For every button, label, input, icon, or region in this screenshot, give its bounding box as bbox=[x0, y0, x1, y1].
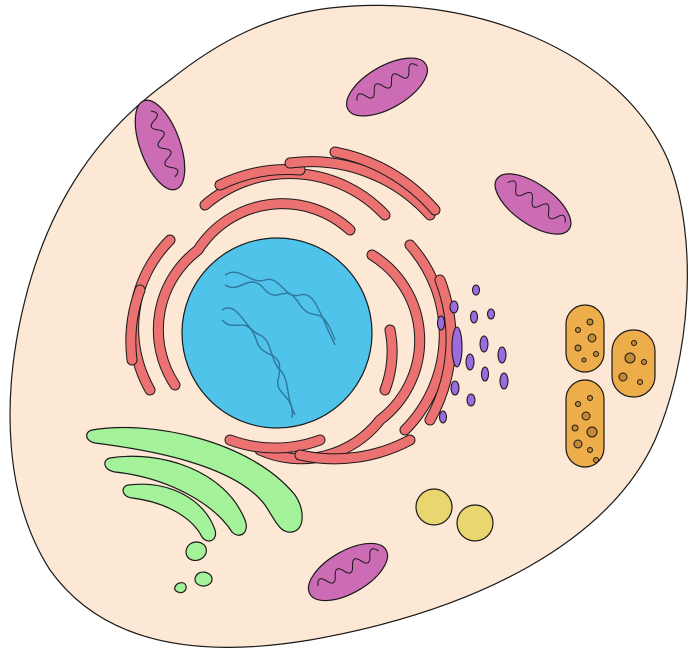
peroxisome bbox=[456, 504, 494, 542]
vesicle bbox=[438, 410, 448, 424]
mitochondrion bbox=[346, 57, 428, 117]
lysosome bbox=[565, 304, 605, 373]
vesicle bbox=[499, 372, 509, 390]
golgi-cisterna bbox=[122, 483, 217, 542]
golgi-apparatus bbox=[86, 426, 303, 594]
er-cisterna bbox=[400, 240, 449, 435]
vesicle bbox=[436, 315, 446, 331]
er-cisterna bbox=[425, 275, 456, 425]
mitochondrion bbox=[134, 99, 186, 191]
vesicle bbox=[480, 366, 490, 382]
vesicle bbox=[479, 335, 489, 353]
lysosome bbox=[565, 379, 605, 468]
peroxisome bbox=[415, 488, 453, 526]
mitochondrion bbox=[494, 173, 572, 235]
dna bbox=[221, 271, 336, 419]
er-cisterna bbox=[126, 285, 145, 365]
vesicles-group bbox=[436, 284, 509, 424]
lysosomes-group bbox=[565, 304, 656, 468]
vesicle bbox=[471, 284, 481, 296]
er-cisterna bbox=[215, 165, 305, 190]
vesicle bbox=[451, 326, 463, 368]
dna-strand bbox=[224, 271, 336, 346]
dna-strand bbox=[221, 319, 293, 419]
er-cisterna bbox=[330, 147, 440, 215]
golgi-vesicle bbox=[174, 582, 187, 594]
er-cisterna bbox=[225, 435, 325, 453]
vesicle bbox=[469, 310, 479, 324]
er-cisterna bbox=[153, 199, 355, 390]
vesicle bbox=[486, 308, 496, 320]
golgi-vesicle bbox=[194, 571, 213, 587]
vesicle bbox=[497, 346, 507, 364]
vesicle bbox=[450, 380, 460, 396]
vesicle bbox=[466, 393, 476, 407]
nucleus bbox=[181, 237, 373, 429]
mitochondrion bbox=[307, 542, 389, 602]
dna-strand bbox=[221, 307, 296, 416]
er-cisterna bbox=[285, 157, 435, 220]
vesicle bbox=[465, 353, 475, 371]
golgi-cisterna bbox=[104, 455, 247, 536]
lysosome bbox=[611, 329, 656, 398]
peroxisomes-group bbox=[415, 488, 494, 542]
er-cisterna bbox=[380, 325, 397, 395]
golgi-cisterna bbox=[86, 426, 303, 533]
vesicle bbox=[449, 300, 459, 314]
golgi-vesicle bbox=[185, 541, 207, 561]
mitochondria-group bbox=[134, 57, 572, 602]
dna-strand bbox=[224, 281, 336, 341]
er-cisterna bbox=[295, 435, 415, 464]
rough-endoplasmic-reticulum bbox=[125, 146, 457, 465]
